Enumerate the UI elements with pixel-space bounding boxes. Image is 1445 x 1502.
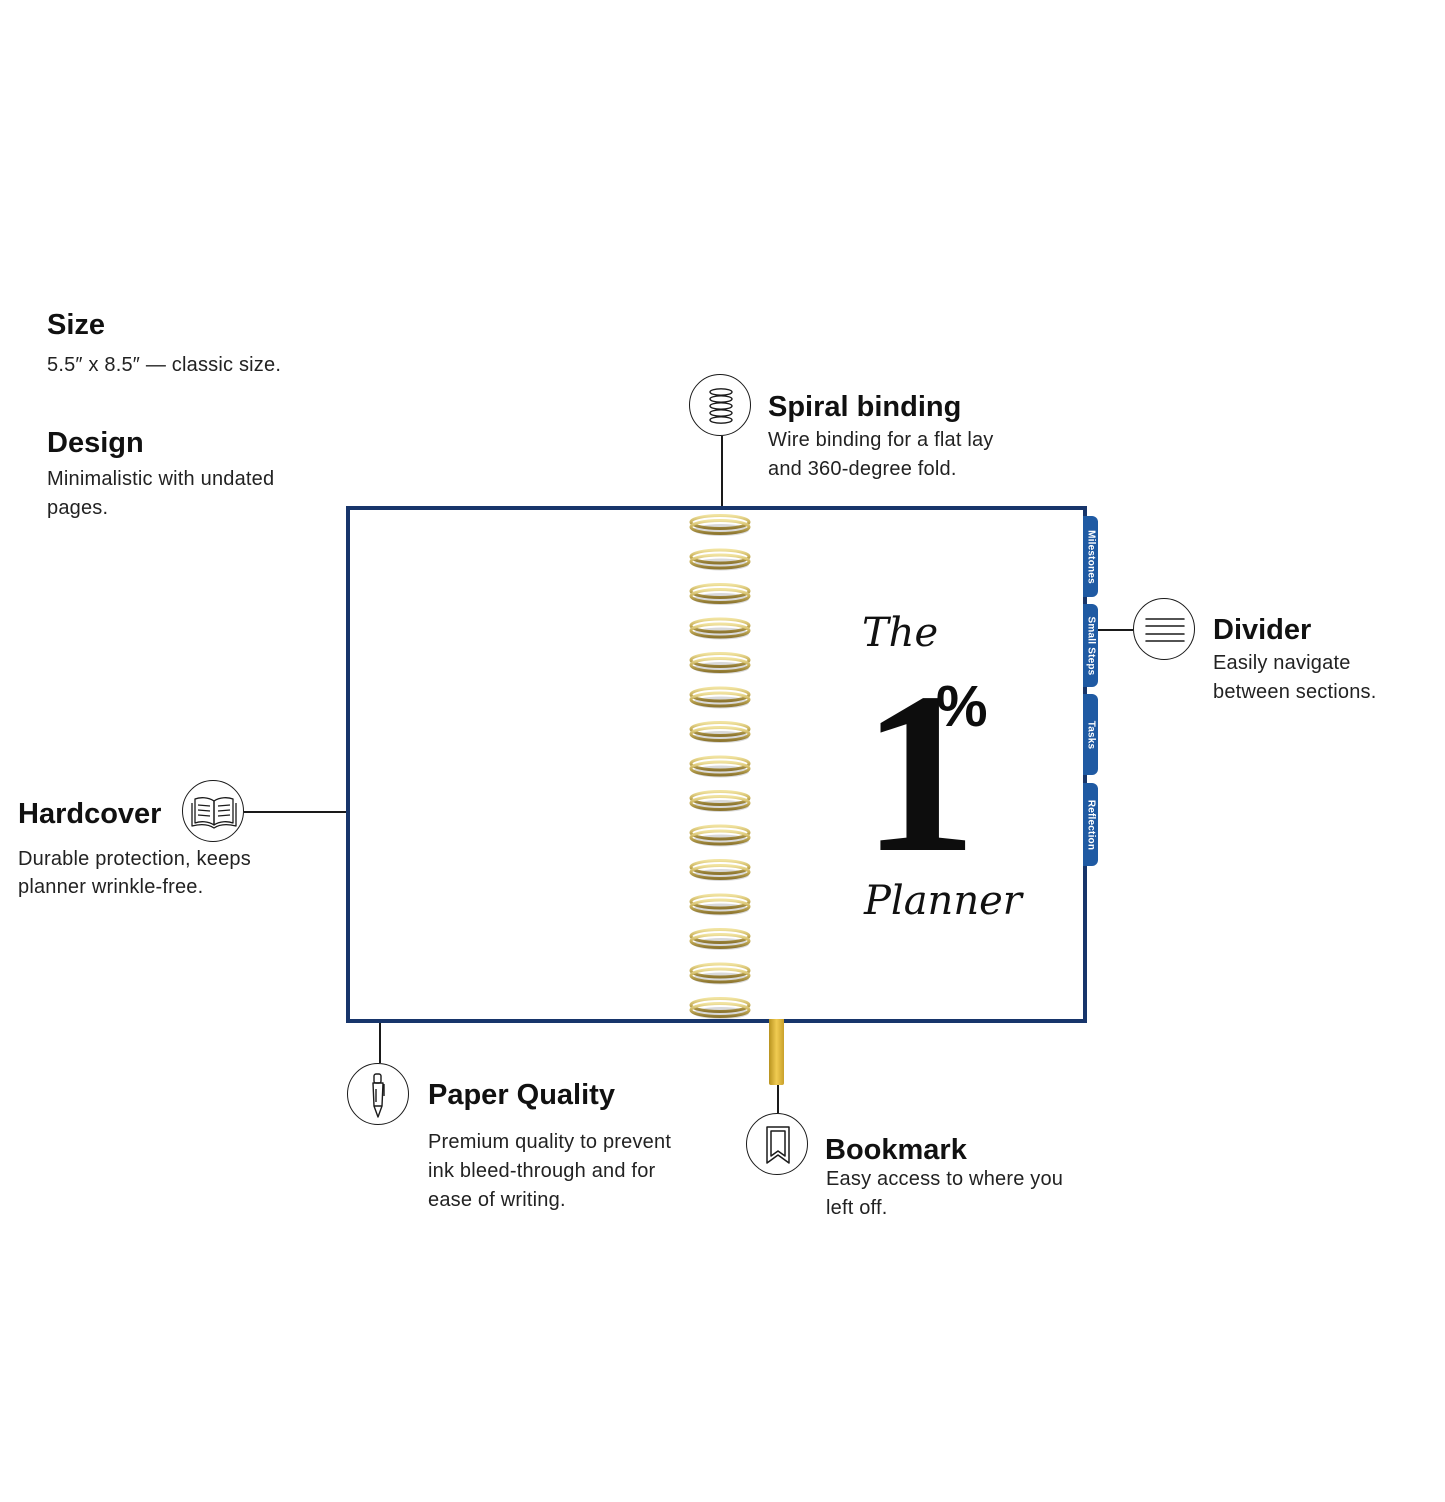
divider-text-line2: between sections. — [1213, 681, 1377, 703]
spiral-title: Spiral binding — [768, 391, 962, 423]
lines-icon — [1133, 598, 1195, 660]
spiral-ring — [689, 962, 751, 985]
spiral-ring — [689, 617, 751, 640]
design-text-line2: pages. — [47, 497, 109, 519]
tab-reflection-label: Reflection — [1085, 799, 1096, 850]
spiral-text-line1: Wire binding for a flat lay — [768, 429, 994, 451]
size-title: Size — [47, 309, 106, 341]
tab-small-steps[interactable]: Small Steps — [1083, 604, 1098, 687]
spiral-text-line2: and 360-degree fold. — [768, 458, 957, 480]
bookmark-ribbon — [769, 1019, 784, 1085]
planner-one-text: 1 — [862, 645, 977, 900]
tab-reflection[interactable]: Reflection — [1083, 783, 1098, 866]
divider-leader-line — [1097, 629, 1133, 631]
paper-title: Paper Quality — [428, 1079, 615, 1111]
spiral-ring — [689, 790, 751, 812]
bookmark-title: Bookmark — [825, 1134, 967, 1166]
paper-text-line1: Premium quality to prevent — [428, 1131, 672, 1153]
bookmark-leader-line — [777, 1085, 779, 1113]
planner-spread: The 1 % Planner — [346, 506, 1087, 1023]
planner-percent-text: % — [936, 674, 988, 739]
design-text-line1: Minimalistic with undated — [47, 468, 275, 490]
spiral-ring — [689, 548, 751, 571]
spring-icon — [689, 374, 751, 436]
paper-leader-line — [379, 1023, 381, 1063]
spiral-ring — [689, 997, 751, 1019]
spiral-ring — [689, 859, 751, 881]
spiral-ring — [689, 721, 751, 743]
hardcover-text-line2: planner wrinkle-free. — [18, 876, 204, 898]
hardcover-leader-line — [244, 811, 346, 813]
hardcover-title: Hardcover — [18, 798, 162, 830]
spiral-ring — [689, 514, 751, 536]
bookmark-text-line2: left off. — [826, 1197, 888, 1219]
tab-small-steps-label: Small Steps — [1085, 616, 1096, 675]
size-text: 5.5″ x 8.5″ — classic size. — [47, 354, 282, 376]
bookmark-text-line1: Easy access to where you — [826, 1168, 1064, 1190]
design-title: Design — [47, 427, 144, 459]
planner-word-text: Planner — [864, 878, 1022, 924]
paper-text-line3: ease of writing. — [428, 1189, 566, 1211]
planner-the-text: The — [862, 610, 939, 656]
spiral-ring — [689, 928, 751, 950]
hardcover-text-line1: Durable protection, keeps — [18, 848, 251, 870]
spiral-rings — [689, 514, 751, 1019]
tab-milestones[interactable]: Milestones — [1083, 516, 1098, 597]
bookmark-icon — [746, 1113, 808, 1175]
tab-tasks-label: Tasks — [1085, 720, 1096, 749]
spiral-leader-line — [721, 436, 723, 506]
tab-tasks[interactable]: Tasks — [1083, 694, 1098, 775]
spiral-ring — [689, 824, 751, 847]
spiral-ring — [689, 686, 751, 709]
divider-text-line1: Easily navigate — [1213, 652, 1351, 674]
spiral-ring — [689, 755, 751, 778]
tab-milestones-label: Milestones — [1085, 529, 1096, 584]
paper-text-line2: ink bleed-through and for — [428, 1160, 656, 1182]
spiral-ring — [689, 652, 751, 674]
pen-icon — [347, 1063, 409, 1125]
spiral-ring — [689, 893, 751, 916]
spiral-ring — [689, 583, 751, 605]
open-book-icon — [182, 780, 244, 842]
divider-title: Divider — [1213, 614, 1312, 646]
